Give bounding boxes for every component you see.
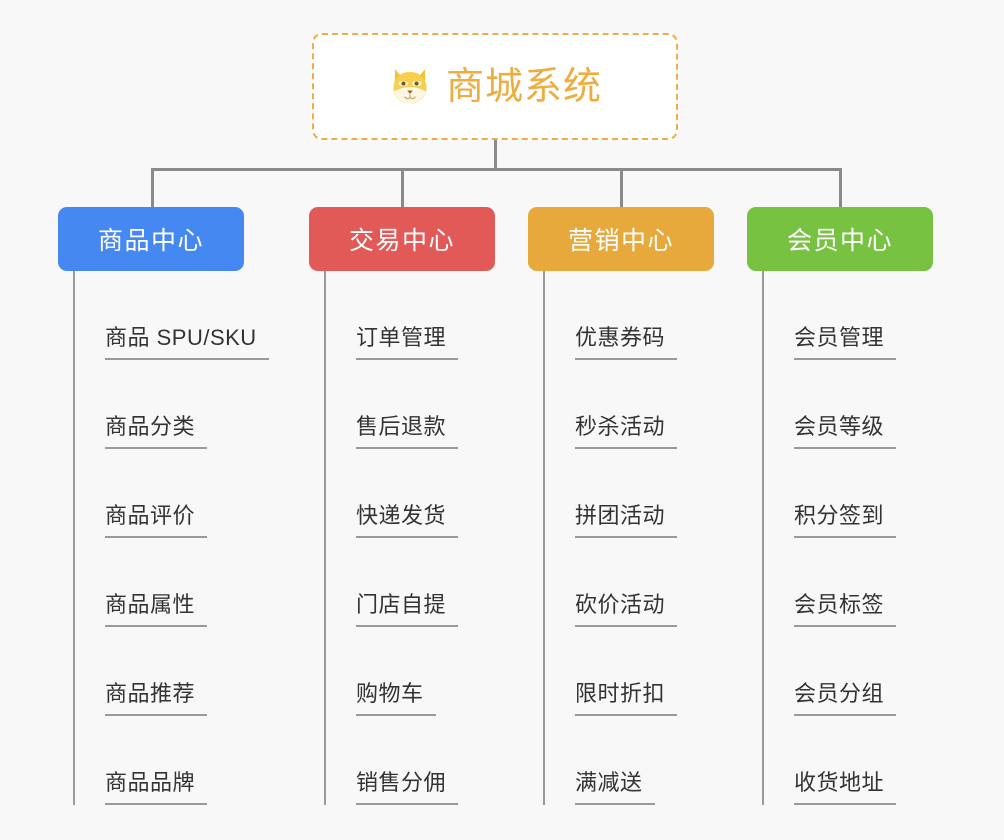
leaf-item-label: 会员标签 <box>794 594 897 627</box>
category-label: 商品中心 <box>97 227 204 255</box>
leaf-item[interactable]: 售后退款 <box>309 360 495 449</box>
leaf-item[interactable]: 限时折扣 <box>528 627 714 716</box>
leaf-item-label: 商品品牌 <box>105 772 208 805</box>
leaf-item[interactable]: 商品分类 <box>58 360 244 449</box>
leaf-item-label: 商品评价 <box>105 505 208 538</box>
leaf-item-label: 快递发货 <box>356 505 459 538</box>
category-items-2: 订单管理 售后退款 快递发货 门店自提 购物车 销售分佣 <box>309 271 495 805</box>
leaf-item[interactable]: 商品 SPU/SKU <box>58 271 269 360</box>
leaf-item[interactable]: 商品品牌 <box>58 716 244 805</box>
category-label: 交易中心 <box>348 227 455 255</box>
leaf-item-label: 购物车 <box>356 683 436 716</box>
leaf-item[interactable]: 会员管理 <box>747 271 933 360</box>
leaf-item[interactable]: 购物车 <box>309 627 495 716</box>
leaf-item-label: 砍价活动 <box>575 594 678 627</box>
leaf-item-label: 满减送 <box>575 772 655 805</box>
category-header-2[interactable]: 交易中心 <box>309 207 495 271</box>
leaf-item[interactable]: 满减送 <box>528 716 714 805</box>
leaf-item-label: 优惠券码 <box>575 327 678 360</box>
category-trunk-4 <box>762 271 764 805</box>
category-trunk-1 <box>73 271 75 805</box>
leaf-item-label: 拼团活动 <box>575 505 678 538</box>
leaf-item[interactable]: 商品评价 <box>58 449 244 538</box>
leaf-item[interactable]: 收货地址 <box>747 716 933 805</box>
leaf-item[interactable]: 商品推荐 <box>58 627 244 716</box>
leaf-item-label: 会员等级 <box>794 416 897 449</box>
leaf-item-label: 门店自提 <box>356 594 459 627</box>
leaf-item[interactable]: 砍价活动 <box>528 538 714 627</box>
connector-drop-1 <box>151 168 154 209</box>
leaf-item-label: 秒杀活动 <box>575 416 678 449</box>
leaf-item-label: 售后退款 <box>356 416 459 449</box>
category-items-3: 优惠券码 秒杀活动 拼团活动 砍价活动 限时折扣 满减送 <box>528 271 714 805</box>
category-header-3[interactable]: 营销中心 <box>528 207 714 271</box>
leaf-item-label: 商品 SPU/SKU <box>105 327 269 360</box>
category-trunk-3 <box>543 271 545 805</box>
category-items-1: 商品 SPU/SKU 商品分类 商品评价 商品属性 商品推荐 商品品牌 <box>58 271 269 805</box>
leaf-item[interactable]: 快递发货 <box>309 449 495 538</box>
leaf-item[interactable]: 拼团活动 <box>528 449 714 538</box>
category-items-4: 会员管理 会员等级 积分签到 会员标签 会员分组 收货地址 <box>747 271 933 805</box>
leaf-item-label: 订单管理 <box>356 327 459 360</box>
leaf-item-label: 积分签到 <box>794 505 897 538</box>
connector-root-stem <box>494 140 497 170</box>
connector-drop-3 <box>620 168 623 209</box>
leaf-item-label: 商品分类 <box>105 416 208 449</box>
shiba-dog-icon <box>393 68 427 103</box>
category-column-4: 会员中心 会员管理 会员等级 积分签到 会员标签 会员分组 收货地址 <box>747 207 933 805</box>
leaf-item[interactable]: 秒杀活动 <box>528 360 714 449</box>
leaf-item-label: 收货地址 <box>794 772 897 805</box>
leaf-item[interactable]: 优惠券码 <box>528 271 714 360</box>
category-column-3: 营销中心 优惠券码 秒杀活动 拼团活动 砍价活动 限时折扣 满减送 <box>528 207 714 805</box>
leaf-item-label: 销售分佣 <box>356 772 459 805</box>
leaf-item[interactable]: 商品属性 <box>58 538 244 627</box>
leaf-item-label: 商品属性 <box>105 594 208 627</box>
leaf-item[interactable]: 积分签到 <box>747 449 933 538</box>
category-header-1[interactable]: 商品中心 <box>58 207 244 271</box>
leaf-item[interactable]: 会员标签 <box>747 538 933 627</box>
connector-horizontal-bus <box>151 168 841 171</box>
leaf-item[interactable]: 销售分佣 <box>309 716 495 805</box>
category-header-4[interactable]: 会员中心 <box>747 207 933 271</box>
leaf-item-label: 会员分组 <box>794 683 897 716</box>
leaf-item-label: 会员管理 <box>794 327 897 360</box>
category-column-1: 商品中心 商品 SPU/SKU 商品分类 商品评价 商品属性 商品推荐 商品品牌 <box>58 207 269 805</box>
category-label: 会员中心 <box>786 227 893 255</box>
leaf-item[interactable]: 会员分组 <box>747 627 933 716</box>
leaf-item[interactable]: 门店自提 <box>309 538 495 627</box>
root-node[interactable]: 商城系统 <box>312 33 678 140</box>
category-trunk-2 <box>324 271 326 805</box>
category-column-2: 交易中心 订单管理 售后退款 快递发货 门店自提 购物车 销售分佣 <box>309 207 495 805</box>
connector-drop-4 <box>839 168 842 209</box>
leaf-item[interactable]: 会员等级 <box>747 360 933 449</box>
leaf-item-label: 商品推荐 <box>105 683 208 716</box>
leaf-item-label: 限时折扣 <box>575 683 678 716</box>
root-title: 商城系统 <box>445 65 602 108</box>
leaf-item[interactable]: 订单管理 <box>309 271 495 360</box>
category-label: 营销中心 <box>567 227 674 255</box>
connector-drop-2 <box>401 168 404 209</box>
